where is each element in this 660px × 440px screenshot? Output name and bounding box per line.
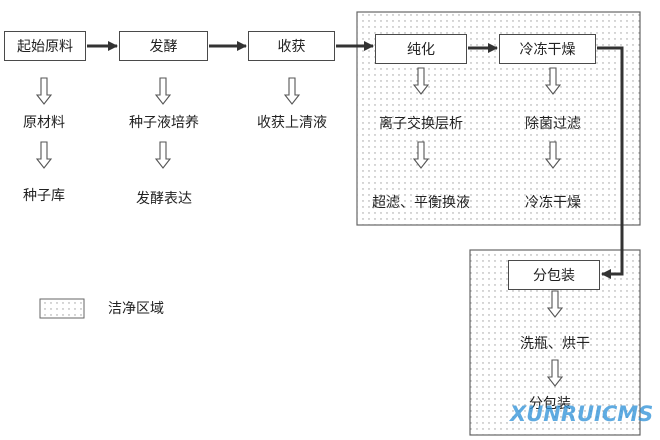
substep-bottle-washing: 洗瓶、烘干 [520,336,590,352]
arrow-freezedry-to-package [597,46,624,279]
step-box-starting-material: 起始原料 [4,31,86,61]
substep-seed-bank: 种子库 [23,188,65,204]
substep-arrow [36,77,52,105]
step-box-fermentation: 发酵 [119,31,208,61]
legend-swatch [39,298,85,319]
substep-ultrafiltration: 超滤、平衡换液 [372,195,470,211]
substep-freeze-drying: 冷冻干燥 [525,195,581,211]
watermark-logo: XUNRUICMS [510,402,654,426]
substep-arrow [36,141,52,169]
substep-harvest-supernatant: 收获上清液 [257,115,327,131]
substep-sterile-filtration: 除菌过滤 [525,116,581,132]
substep-subpackaging: 分包装 [529,396,571,412]
substep-arrow [155,77,171,105]
step-box-packaging: 分包装 [508,260,600,290]
substep-arrow [155,141,171,169]
step-box-freeze-drying: 冷冻干燥 [499,34,596,64]
substep-ion-exchange: 离子交换层析 [379,116,463,132]
step-box-harvest: 收获 [248,31,335,61]
step-box-purification: 纯化 [375,34,467,64]
substep-seed-culture: 种子液培养 [129,115,199,131]
legend-label: 洁净区域 [108,301,164,317]
substep-fermentation-expression: 发酵表达 [136,191,192,207]
substep-arrow [284,77,300,105]
substep-raw-materials: 原材料 [23,115,65,131]
